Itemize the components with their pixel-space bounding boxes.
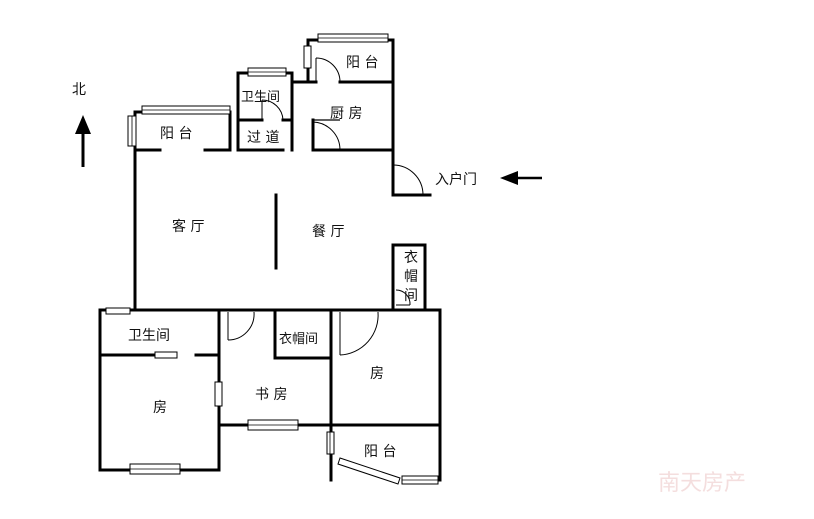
room-closet-right-3: 间 [404, 288, 418, 304]
entrance: 入户门 [435, 171, 542, 188]
room-corridor: 过 道 [247, 130, 279, 146]
room-closet-mid: 衣帽间 [279, 331, 318, 347]
room-balcony-bottom: 阳 台 [364, 444, 396, 460]
room-closet-right-1: 衣 [404, 250, 418, 266]
compass-label: 北 [72, 82, 86, 98]
room-living: 客 厅 [172, 218, 204, 235]
room-balcony-west: 阳 台 [160, 126, 192, 142]
entrance-arrow-icon [500, 171, 542, 185]
room-bedroom-right: 房 [370, 366, 384, 382]
north-compass: 北 [72, 82, 91, 167]
entrance-label: 入户门 [435, 171, 477, 188]
room-labels: 阳 台 卫生间 厨 房 阳 台 过 道 客 厅 餐 厅 衣 帽 间 卫生间 衣帽… [128, 55, 418, 460]
room-dining: 餐 厅 [312, 224, 344, 240]
room-wc-bottom: 卫生间 [128, 328, 170, 344]
watermark: 南天房产 [658, 471, 746, 496]
room-balcony-top: 阳 台 [346, 55, 378, 71]
room-bedroom-left: 房 [153, 400, 167, 416]
windows [105, 33, 439, 485]
north-arrow-icon [75, 115, 91, 167]
room-study: 书 房 [255, 387, 287, 403]
doors [227, 57, 424, 356]
room-kitchen: 厨 房 [330, 106, 362, 122]
room-closet-right-2: 帽 [404, 269, 418, 285]
room-wc-top: 卫生间 [241, 90, 280, 105]
